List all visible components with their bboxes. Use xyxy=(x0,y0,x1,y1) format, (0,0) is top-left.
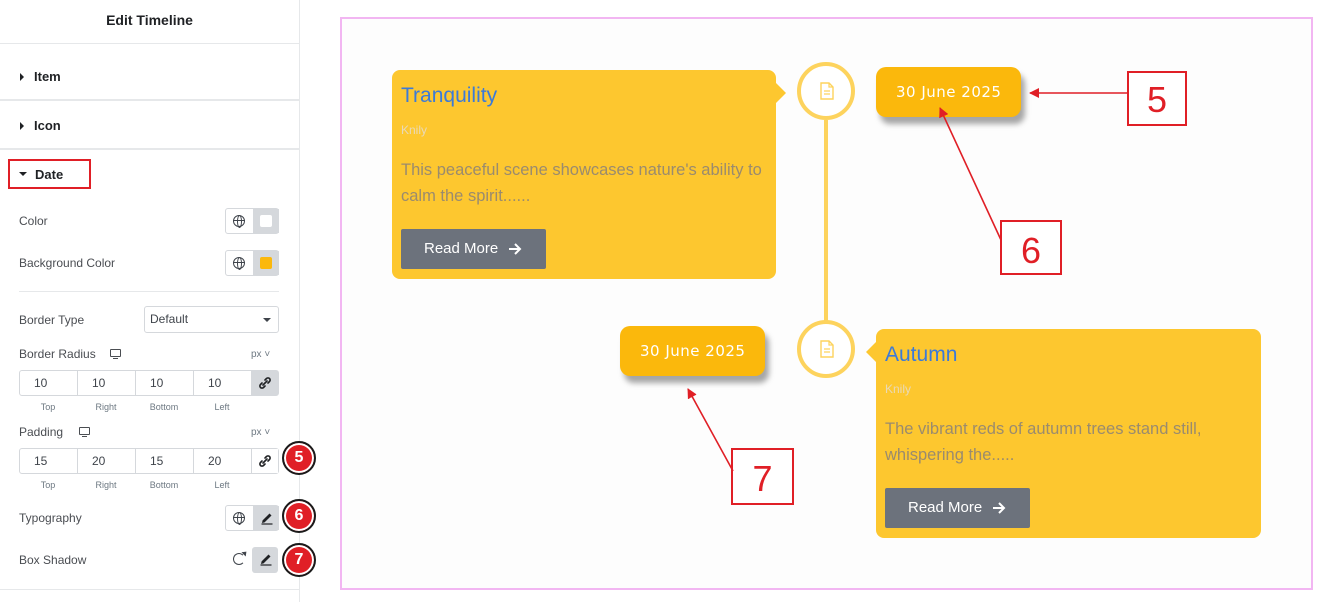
section-date-label: Date xyxy=(35,167,64,182)
dim-label-top: Top xyxy=(40,402,56,412)
document-icon xyxy=(820,82,834,100)
typography-control xyxy=(225,505,279,531)
link-icon xyxy=(259,455,271,467)
timeline-node xyxy=(797,62,855,120)
border-type-value: Default xyxy=(150,312,189,326)
border-radius-inputs: 10 10 10 10 xyxy=(19,370,279,396)
section-item-label: Item xyxy=(34,69,61,84)
globe-icon xyxy=(233,257,245,270)
section-icon-label: Icon xyxy=(34,118,61,133)
arrow-right-icon xyxy=(509,243,522,255)
step-badge-7: 7 xyxy=(282,543,316,577)
card-author: Knily xyxy=(401,123,428,137)
document-icon xyxy=(820,340,834,358)
link-values-button[interactable] xyxy=(252,371,278,395)
border-radius-bottom-input[interactable]: 10 xyxy=(136,371,194,395)
chevron-down-icon xyxy=(263,318,271,322)
padding-inputs: 15 20 15 20 xyxy=(19,448,279,474)
background-picker-button[interactable] xyxy=(253,251,279,275)
read-more-button[interactable]: Read More xyxy=(401,229,546,269)
arrow-right-icon xyxy=(993,502,1006,514)
timeline-date: 30 June 2025 xyxy=(876,67,1022,117)
timeline-date: 30 June 2025 xyxy=(620,326,766,376)
callout-5: 5 xyxy=(1127,71,1187,126)
dim-label-left: Left xyxy=(214,480,230,490)
dim-label-left: Left xyxy=(214,402,230,412)
pencil-icon xyxy=(260,554,272,566)
dim-label-right: Right xyxy=(95,480,117,490)
background-color-label: Background Color xyxy=(19,256,116,270)
padding-left-input[interactable]: 20 xyxy=(194,449,252,473)
step-badge-5: 5 xyxy=(282,441,316,475)
border-radius-label: Border Radius xyxy=(19,347,96,361)
read-more-label: Read More xyxy=(424,240,499,257)
padding-unit[interactable]: px ˅ xyxy=(251,427,271,438)
card-pointer xyxy=(776,83,786,103)
global-color-button[interactable] xyxy=(226,209,252,233)
timeline-line xyxy=(824,120,828,322)
callout-7: 7 xyxy=(731,448,794,505)
caret-down-icon xyxy=(19,172,27,176)
edit-box-shadow-button[interactable] xyxy=(252,547,278,573)
card-description: This peaceful scene showcases nature's a… xyxy=(401,161,762,205)
section-item[interactable]: Item xyxy=(0,53,300,101)
reset-icon[interactable] xyxy=(233,553,245,565)
dim-label-bottom: Bottom xyxy=(149,480,179,490)
border-radius-right-input[interactable]: 10 xyxy=(78,371,136,395)
globe-icon xyxy=(233,512,245,525)
link-icon xyxy=(259,377,271,389)
dim-label-top: Top xyxy=(40,480,56,490)
section-date[interactable]: Date xyxy=(8,159,91,189)
panel-title: Edit Timeline xyxy=(0,0,299,44)
timeline-node xyxy=(797,320,855,378)
color-swatch xyxy=(260,215,272,227)
border-radius-unit[interactable]: px ˅ xyxy=(251,349,271,360)
card-author: Knily xyxy=(885,382,912,396)
edit-typography-button[interactable] xyxy=(253,506,279,530)
read-more-button[interactable]: Read More xyxy=(885,488,1030,528)
global-background-button[interactable] xyxy=(226,251,252,275)
card-pointer xyxy=(866,342,876,362)
step-badge-6: 6 xyxy=(282,499,316,533)
background-color-control xyxy=(225,250,279,276)
dim-label-bottom: Bottom xyxy=(149,402,179,412)
color-label: Color xyxy=(19,214,48,228)
border-type-label: Border Type xyxy=(19,313,85,327)
card-description: The vibrant reds of autumn trees stand s… xyxy=(885,420,1202,464)
callout-6: 6 xyxy=(1000,220,1062,275)
timeline-card: Autumn Knily The vibrant reds of autumn … xyxy=(876,329,1261,538)
link-values-button[interactable] xyxy=(252,449,278,473)
divider xyxy=(19,291,279,292)
background-swatch xyxy=(260,257,272,269)
padding-label: Padding xyxy=(19,425,64,439)
padding-top-input[interactable]: 15 xyxy=(20,449,78,473)
caret-right-icon xyxy=(20,73,24,81)
border-radius-left-input[interactable]: 10 xyxy=(194,371,252,395)
padding-right-input[interactable]: 20 xyxy=(78,449,136,473)
section-icon[interactable]: Icon xyxy=(0,102,300,150)
border-radius-top-input[interactable]: 10 xyxy=(20,371,78,395)
read-more-label: Read More xyxy=(908,499,983,516)
pencil-icon xyxy=(261,513,273,525)
card-title[interactable]: Tranquility xyxy=(401,84,498,107)
box-shadow-label: Box Shadow xyxy=(19,553,87,567)
desktop-icon[interactable] xyxy=(110,349,121,359)
typography-label: Typography xyxy=(19,511,82,525)
edit-panel: Edit Timeline Item Icon Date Color Backg… xyxy=(0,0,316,602)
color-control xyxy=(225,208,279,234)
desktop-icon[interactable] xyxy=(79,427,90,437)
padding-bottom-input[interactable]: 15 xyxy=(136,449,194,473)
border-type-select[interactable]: Default xyxy=(144,306,279,333)
card-title[interactable]: Autumn xyxy=(885,343,958,366)
timeline-card: Tranquility Knily This peaceful scene sh… xyxy=(392,70,776,279)
globe-icon xyxy=(233,215,245,228)
divider xyxy=(0,589,300,590)
global-typography-button[interactable] xyxy=(226,506,252,530)
caret-right-icon xyxy=(20,122,24,130)
dim-label-right: Right xyxy=(95,402,117,412)
color-picker-button[interactable] xyxy=(253,209,279,233)
